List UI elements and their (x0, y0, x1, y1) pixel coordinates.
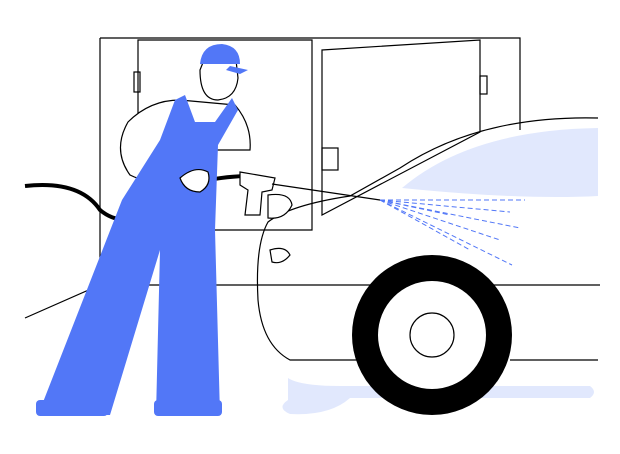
face (199, 59, 239, 101)
door-latch (321, 147, 339, 171)
hand-right (267, 193, 293, 219)
hand-left (179, 168, 210, 193)
left-boot (36, 400, 108, 416)
worker (24, 44, 381, 416)
spray-lance (271, 183, 381, 201)
car (256, 117, 599, 415)
garage-frame (99, 37, 521, 270)
hub (409, 312, 455, 358)
water-spray (379, 199, 525, 266)
windshield (402, 128, 598, 197)
cap (200, 44, 240, 64)
right-boot (154, 400, 222, 416)
headlight (269, 247, 291, 264)
door-handle (479, 75, 488, 95)
door-hinge (133, 71, 141, 93)
spray-gun (239, 171, 276, 216)
cap-visor (226, 66, 248, 74)
